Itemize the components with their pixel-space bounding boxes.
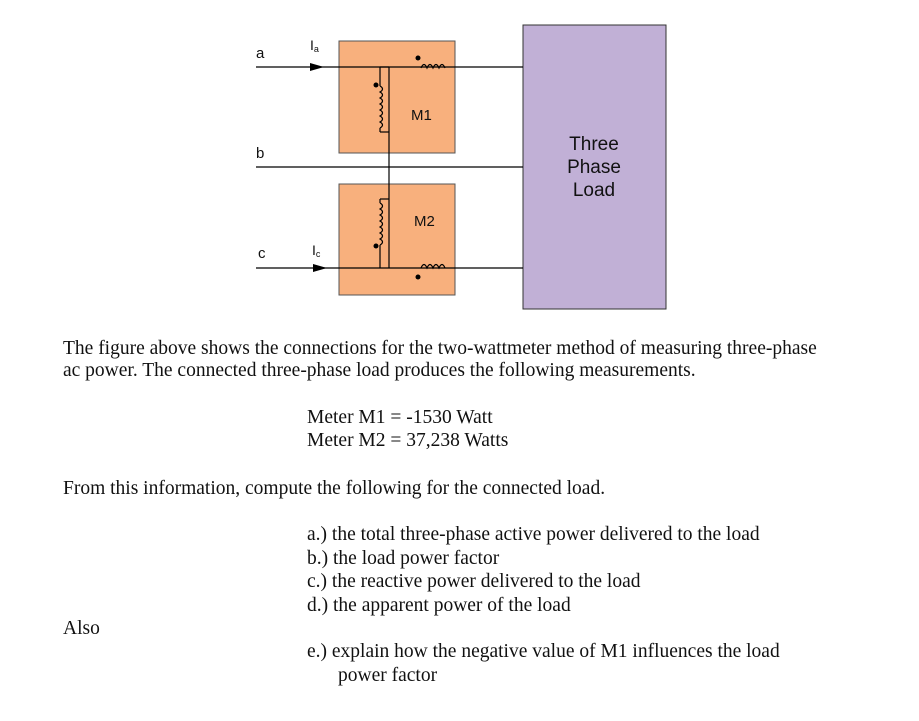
meter-m1-label-main: M xyxy=(411,107,424,124)
load-label-line-3: Load xyxy=(573,180,615,201)
current-label-ic-main: I xyxy=(312,242,316,258)
question-a: a.) the total three-phase active power d… xyxy=(307,524,760,545)
question-c: c.) the reactive power delivered to the … xyxy=(307,571,641,592)
question-b: b.) the load power factor xyxy=(307,548,500,569)
m1-polarity-dot-voltage xyxy=(373,82,379,88)
load-label-line-2: Phase xyxy=(567,157,621,178)
m1-polarity-dot-current xyxy=(415,55,421,61)
current-arrow-a xyxy=(310,63,324,71)
current-label-ia: Ia xyxy=(310,37,319,54)
m1-voltage-coil xyxy=(378,85,384,129)
load-label-line-1: Three xyxy=(569,134,619,155)
reading-m1: Meter M1 = -1530 Watt xyxy=(307,407,493,428)
also-label: Also xyxy=(63,618,100,639)
reading-m2: Meter M2 = 37,238 Watts xyxy=(307,430,509,451)
line-c-label: c xyxy=(258,245,266,262)
question-e-line-2: power factor xyxy=(338,665,438,686)
three-phase-load-box xyxy=(522,24,667,310)
m2-polarity-dot-voltage xyxy=(373,243,379,249)
m1-current-coil xyxy=(420,63,446,70)
instruction-text: From this information, compute the follo… xyxy=(63,478,606,499)
question-d: d.) the apparent power of the load xyxy=(307,595,571,616)
meter-m2-box xyxy=(338,183,456,296)
meter-m2-label-sub: 2 xyxy=(427,213,435,230)
current-label-ic-sub: c xyxy=(316,249,321,259)
current-label-ic: Ic xyxy=(312,242,321,259)
current-arrow-c xyxy=(313,264,327,272)
m2-polarity-dot-current xyxy=(415,274,421,280)
intro-line-1: The figure above shows the connections f… xyxy=(63,338,817,359)
line-a-label: a xyxy=(256,45,265,62)
question-e-line-1: e.) explain how the negative value of M1… xyxy=(307,641,780,662)
meter-m2-label-main: M xyxy=(414,213,427,230)
m2-voltage-coil xyxy=(378,202,384,246)
m2-current-coil xyxy=(420,263,446,270)
current-label-ia-sub: a xyxy=(314,44,319,54)
meter-m2-label: M2 xyxy=(414,213,435,230)
current-label-ia-main: I xyxy=(310,37,314,53)
line-b-label: b xyxy=(256,145,264,162)
meter-m1-label: M1 xyxy=(411,107,432,124)
two-wattmeter-diagram: a b c Ia Ic M1 M2 Three Phase Load xyxy=(256,24,667,310)
meter-m1-box xyxy=(338,40,456,154)
intro-line-2: ac power. The connected three-phase load… xyxy=(63,360,696,381)
meter-m1-label-sub: 1 xyxy=(424,107,432,124)
